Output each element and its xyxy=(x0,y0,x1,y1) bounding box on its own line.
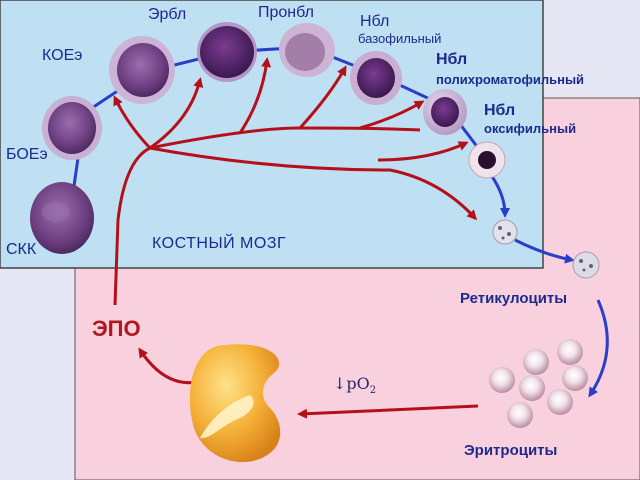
epo-trunk xyxy=(113,146,151,306)
nbl-oxyphilic-cell xyxy=(468,141,506,179)
label-reticulocytes: Ретикулоциты xyxy=(460,290,568,307)
label-pronbl: Пронбл xyxy=(258,4,314,21)
reticulocyte-marrow xyxy=(492,219,518,245)
label-nbl-baso-sub: базофильный xyxy=(358,31,442,46)
kidney-icon xyxy=(189,344,281,463)
label-nbl-oxy-sub: оксифильный xyxy=(484,121,577,136)
epo-arrow-pronbl xyxy=(238,57,272,134)
label-low-po2: ↓pO2 xyxy=(333,376,376,396)
epo-main-branch xyxy=(149,126,421,150)
stem-cell xyxy=(30,182,94,254)
arrow-po2-to-kidney xyxy=(297,404,479,419)
nbl-polychromatophilic-cell xyxy=(423,89,467,135)
epo-arrow-nbl-oxy xyxy=(377,141,469,162)
label-nbl-poly-sub: полихроматофильный xyxy=(436,72,585,87)
epo-arrow-nbl-poly xyxy=(359,100,425,130)
label-nbl-oxy-title: Нбл xyxy=(484,102,516,119)
epo-arrow-nbl-baso xyxy=(298,65,347,130)
erbl-cell xyxy=(197,22,257,82)
label-bone-marrow: КОСТНЫЙ МОЗГ xyxy=(152,235,287,252)
label-koe: КОЕэ xyxy=(42,47,83,64)
label-erbl: Эрбл xyxy=(148,6,187,23)
nbl-basophilic-cell xyxy=(350,51,402,105)
label-stem-cell: СКК xyxy=(6,241,37,258)
label-erythrocytes: Эритроциты xyxy=(464,442,558,459)
label-boe: БОЕэ xyxy=(6,146,48,163)
epo-arrow-erbl xyxy=(149,77,204,150)
down-arrow-icon: ↓ xyxy=(333,374,347,393)
label-nbl-poly-title: Нбл xyxy=(436,51,468,68)
epo-arrow-reticulocyte xyxy=(149,146,478,221)
boe-cell xyxy=(42,96,102,160)
label-nbl-baso-title: Нбл xyxy=(360,13,390,30)
koe-cell xyxy=(109,36,175,104)
epo-arrow-koe xyxy=(113,95,152,150)
arrow-to-erythrocytes xyxy=(588,299,609,398)
arrow-to-reticulocyte-blood xyxy=(514,238,575,264)
label-epo: ЭПО xyxy=(92,316,141,341)
erythrocyte-cluster xyxy=(489,339,588,428)
arrow-to-reticulocyte-marrow xyxy=(489,174,510,218)
reticulocyte-blood xyxy=(572,251,600,279)
pronbl-cell xyxy=(279,23,335,77)
po2-text: pO xyxy=(346,374,370,393)
po2-subscript: 2 xyxy=(369,385,377,397)
